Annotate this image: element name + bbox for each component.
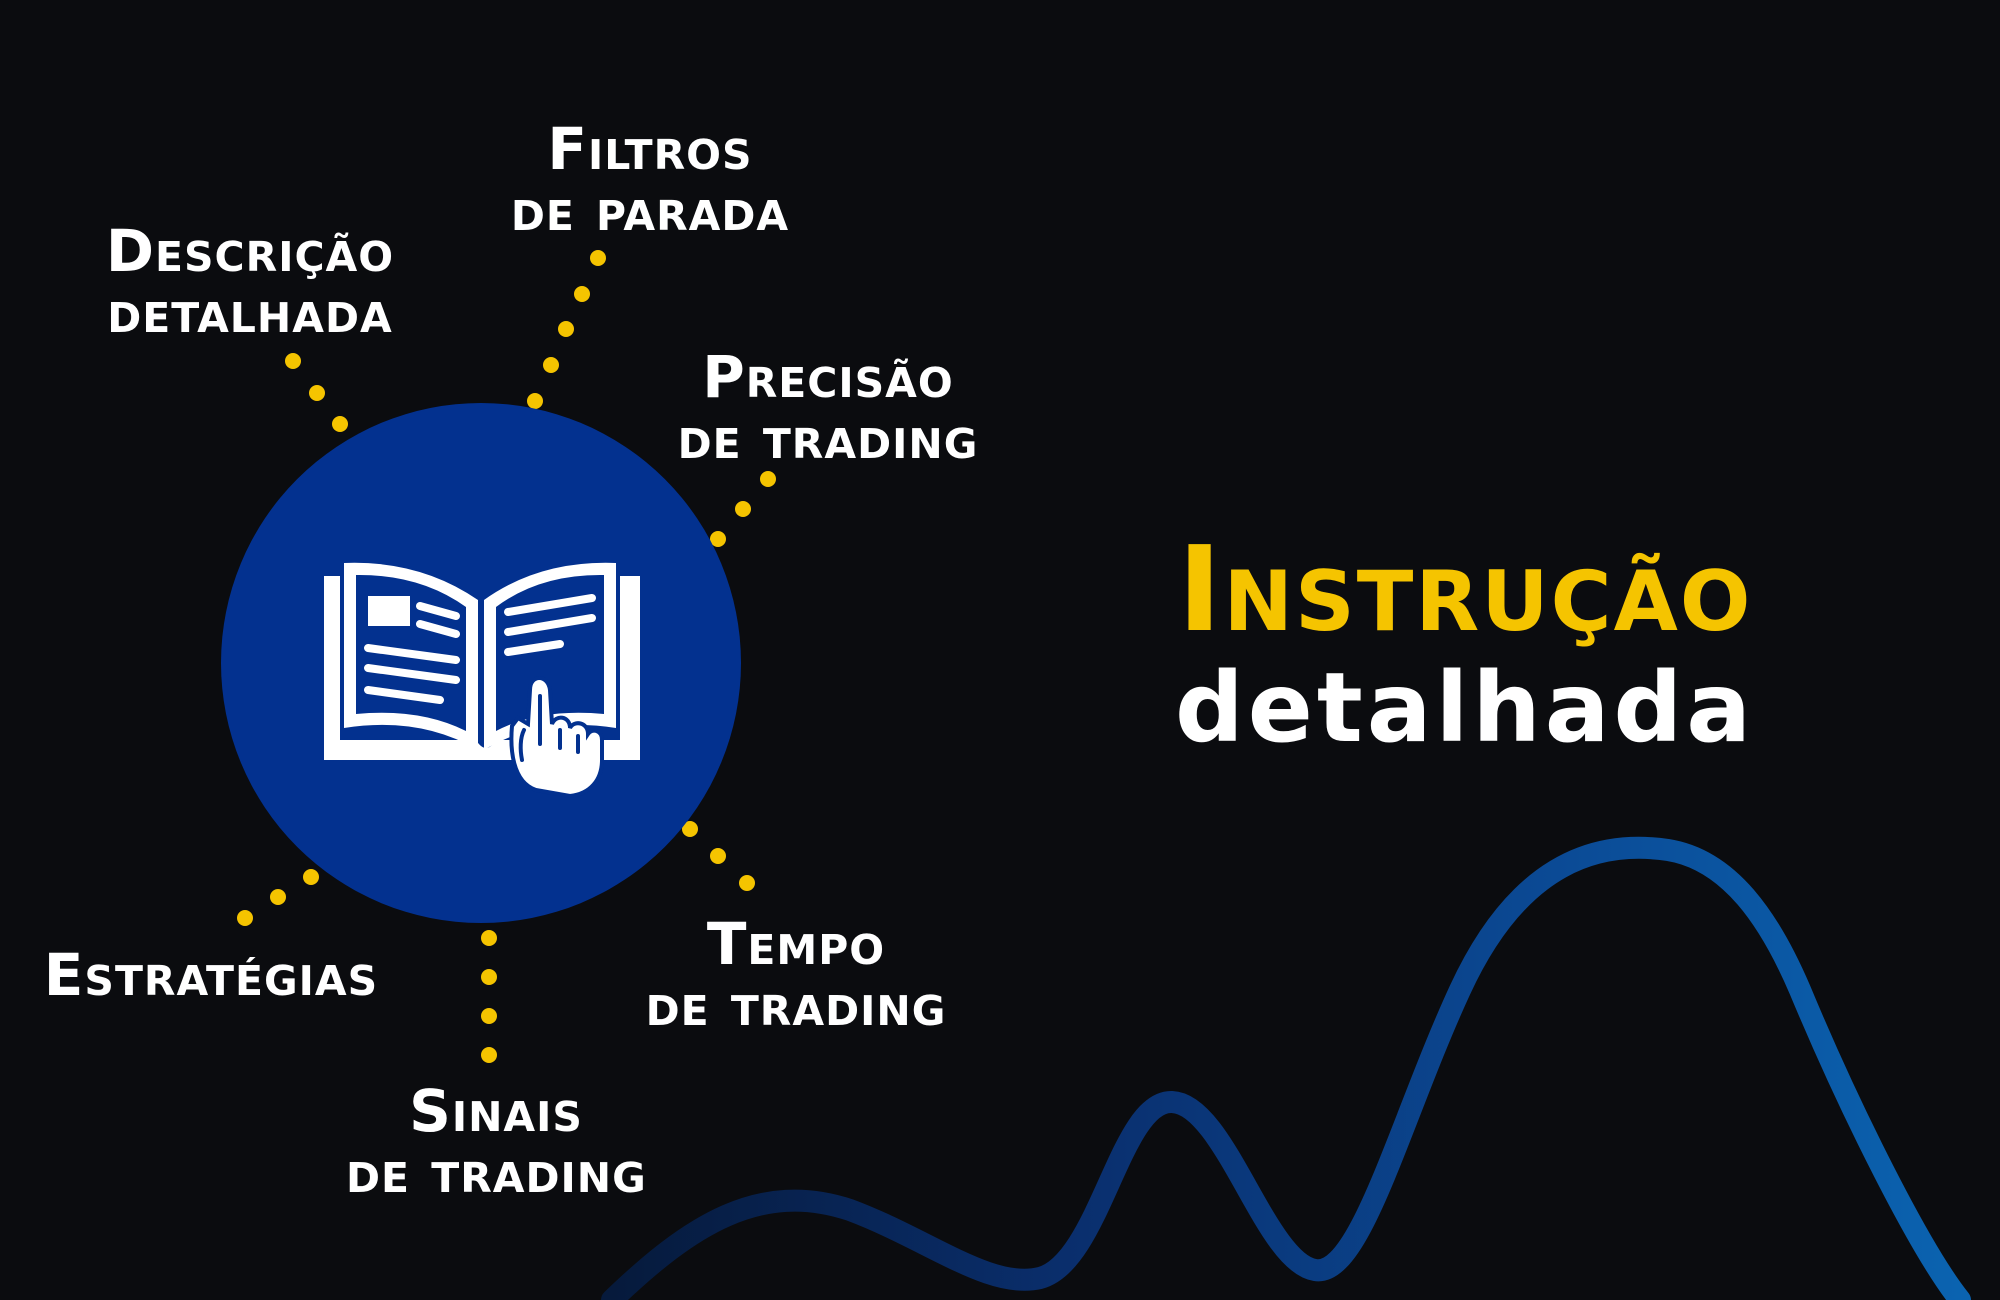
book-with-pointing-hand-icon: [324, 562, 640, 799]
feature-label-line1: Filtros: [547, 115, 753, 183]
headline: Instrução detalhada: [1110, 530, 1820, 756]
feature-label-tempo: Tempo de trading: [636, 910, 956, 1040]
feature-label-precisao: Precisão de trading: [668, 343, 988, 473]
center-circle: [221, 403, 741, 923]
dotted-connector-tempo: [682, 821, 755, 891]
dotted-connector-descricao: [285, 353, 348, 432]
feature-label-line1: Estratégias: [43, 941, 379, 1009]
headline-line2: detalhada: [1174, 652, 1756, 764]
feature-label-estrategias: Estratégias: [38, 941, 384, 1009]
dotted-connector-estrategias: [237, 869, 319, 926]
feature-label-line1: Descrição: [105, 217, 395, 285]
feature-label-line1: Tempo: [706, 910, 886, 978]
feature-label-descricao: Descrição detalhada: [100, 217, 400, 347]
feature-label-line2: de trading: [645, 971, 947, 1040]
dotted-connector-filtros: [527, 250, 606, 409]
headline-line1: Instrução: [1177, 520, 1753, 658]
wave-line: [601, 836, 1971, 1300]
feature-label-line2: de trading: [346, 1138, 647, 1207]
feature-label-line1: Sinais: [409, 1077, 583, 1145]
feature-label-line2: de trading: [677, 404, 979, 473]
feature-label-filtros: Filtros de parada: [500, 115, 800, 245]
dotted-connector-precisao: [710, 471, 776, 547]
feature-label-line2: de parada: [510, 176, 790, 245]
feature-label-line1: Precisão: [702, 343, 954, 411]
feature-label-sinais: Sinais de trading: [346, 1077, 647, 1207]
dotted-connector-sinais: [481, 930, 497, 1063]
feature-label-line2: detalhada: [107, 278, 393, 347]
